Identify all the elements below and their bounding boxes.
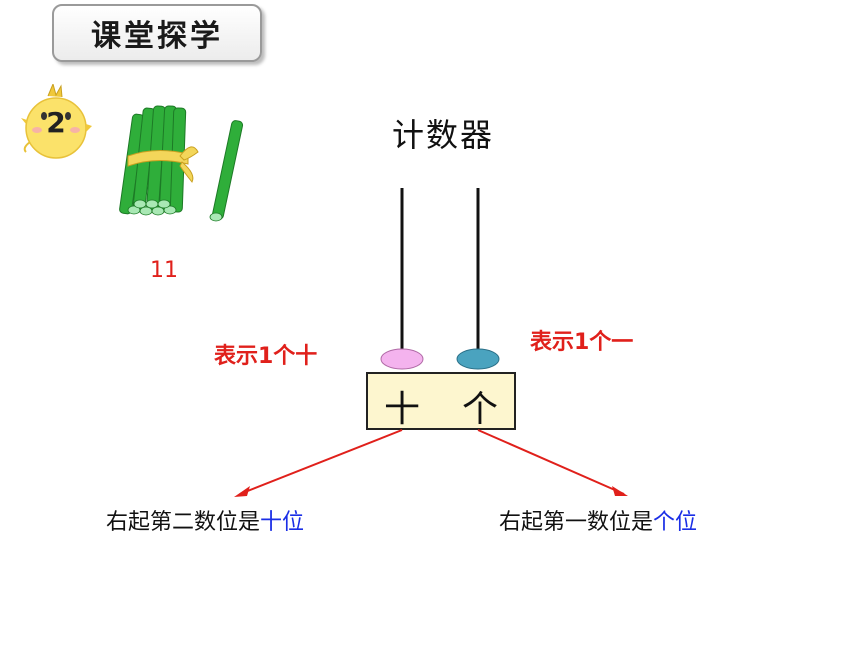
ones-arrow bbox=[477, 429, 625, 495]
chick-mascot-icon bbox=[21, 84, 92, 159]
abacus-rods bbox=[380, 188, 500, 370]
tens-arrow-head bbox=[234, 486, 250, 497]
tens-bead bbox=[380, 348, 424, 370]
ones-place-label: 个 bbox=[462, 389, 499, 430]
stick-bundle-icon bbox=[119, 105, 244, 222]
section-title: 课堂探学 bbox=[91, 19, 223, 54]
tens-arrow bbox=[239, 429, 403, 495]
abacus-title: 计数器 bbox=[392, 116, 495, 154]
tens-bead-label: 表示1个十 bbox=[214, 344, 318, 369]
step-number: 2 bbox=[46, 106, 66, 139]
place-value-base bbox=[366, 372, 516, 430]
ones-arrow-head bbox=[612, 486, 628, 496]
tens-caption-highlight: 十位 bbox=[260, 510, 305, 535]
ones-caption-highlight: 个位 bbox=[653, 510, 698, 535]
pointer-arrows bbox=[234, 429, 628, 497]
tens-caption-text: 右起第二数位是 bbox=[106, 510, 261, 535]
bundle-count-label: 11 bbox=[150, 258, 178, 283]
ones-caption: 右起第一数位是个位 bbox=[499, 504, 697, 536]
section-title-tag: 课堂探学 bbox=[52, 4, 262, 62]
tens-caption: 右起第二数位是十位 bbox=[106, 504, 304, 536]
ones-caption-text: 右起第一数位是 bbox=[499, 510, 654, 535]
tens-place-label: 十 bbox=[384, 389, 421, 430]
ones-bead bbox=[456, 348, 500, 370]
ones-bead-label: 表示1个一 bbox=[530, 330, 634, 355]
